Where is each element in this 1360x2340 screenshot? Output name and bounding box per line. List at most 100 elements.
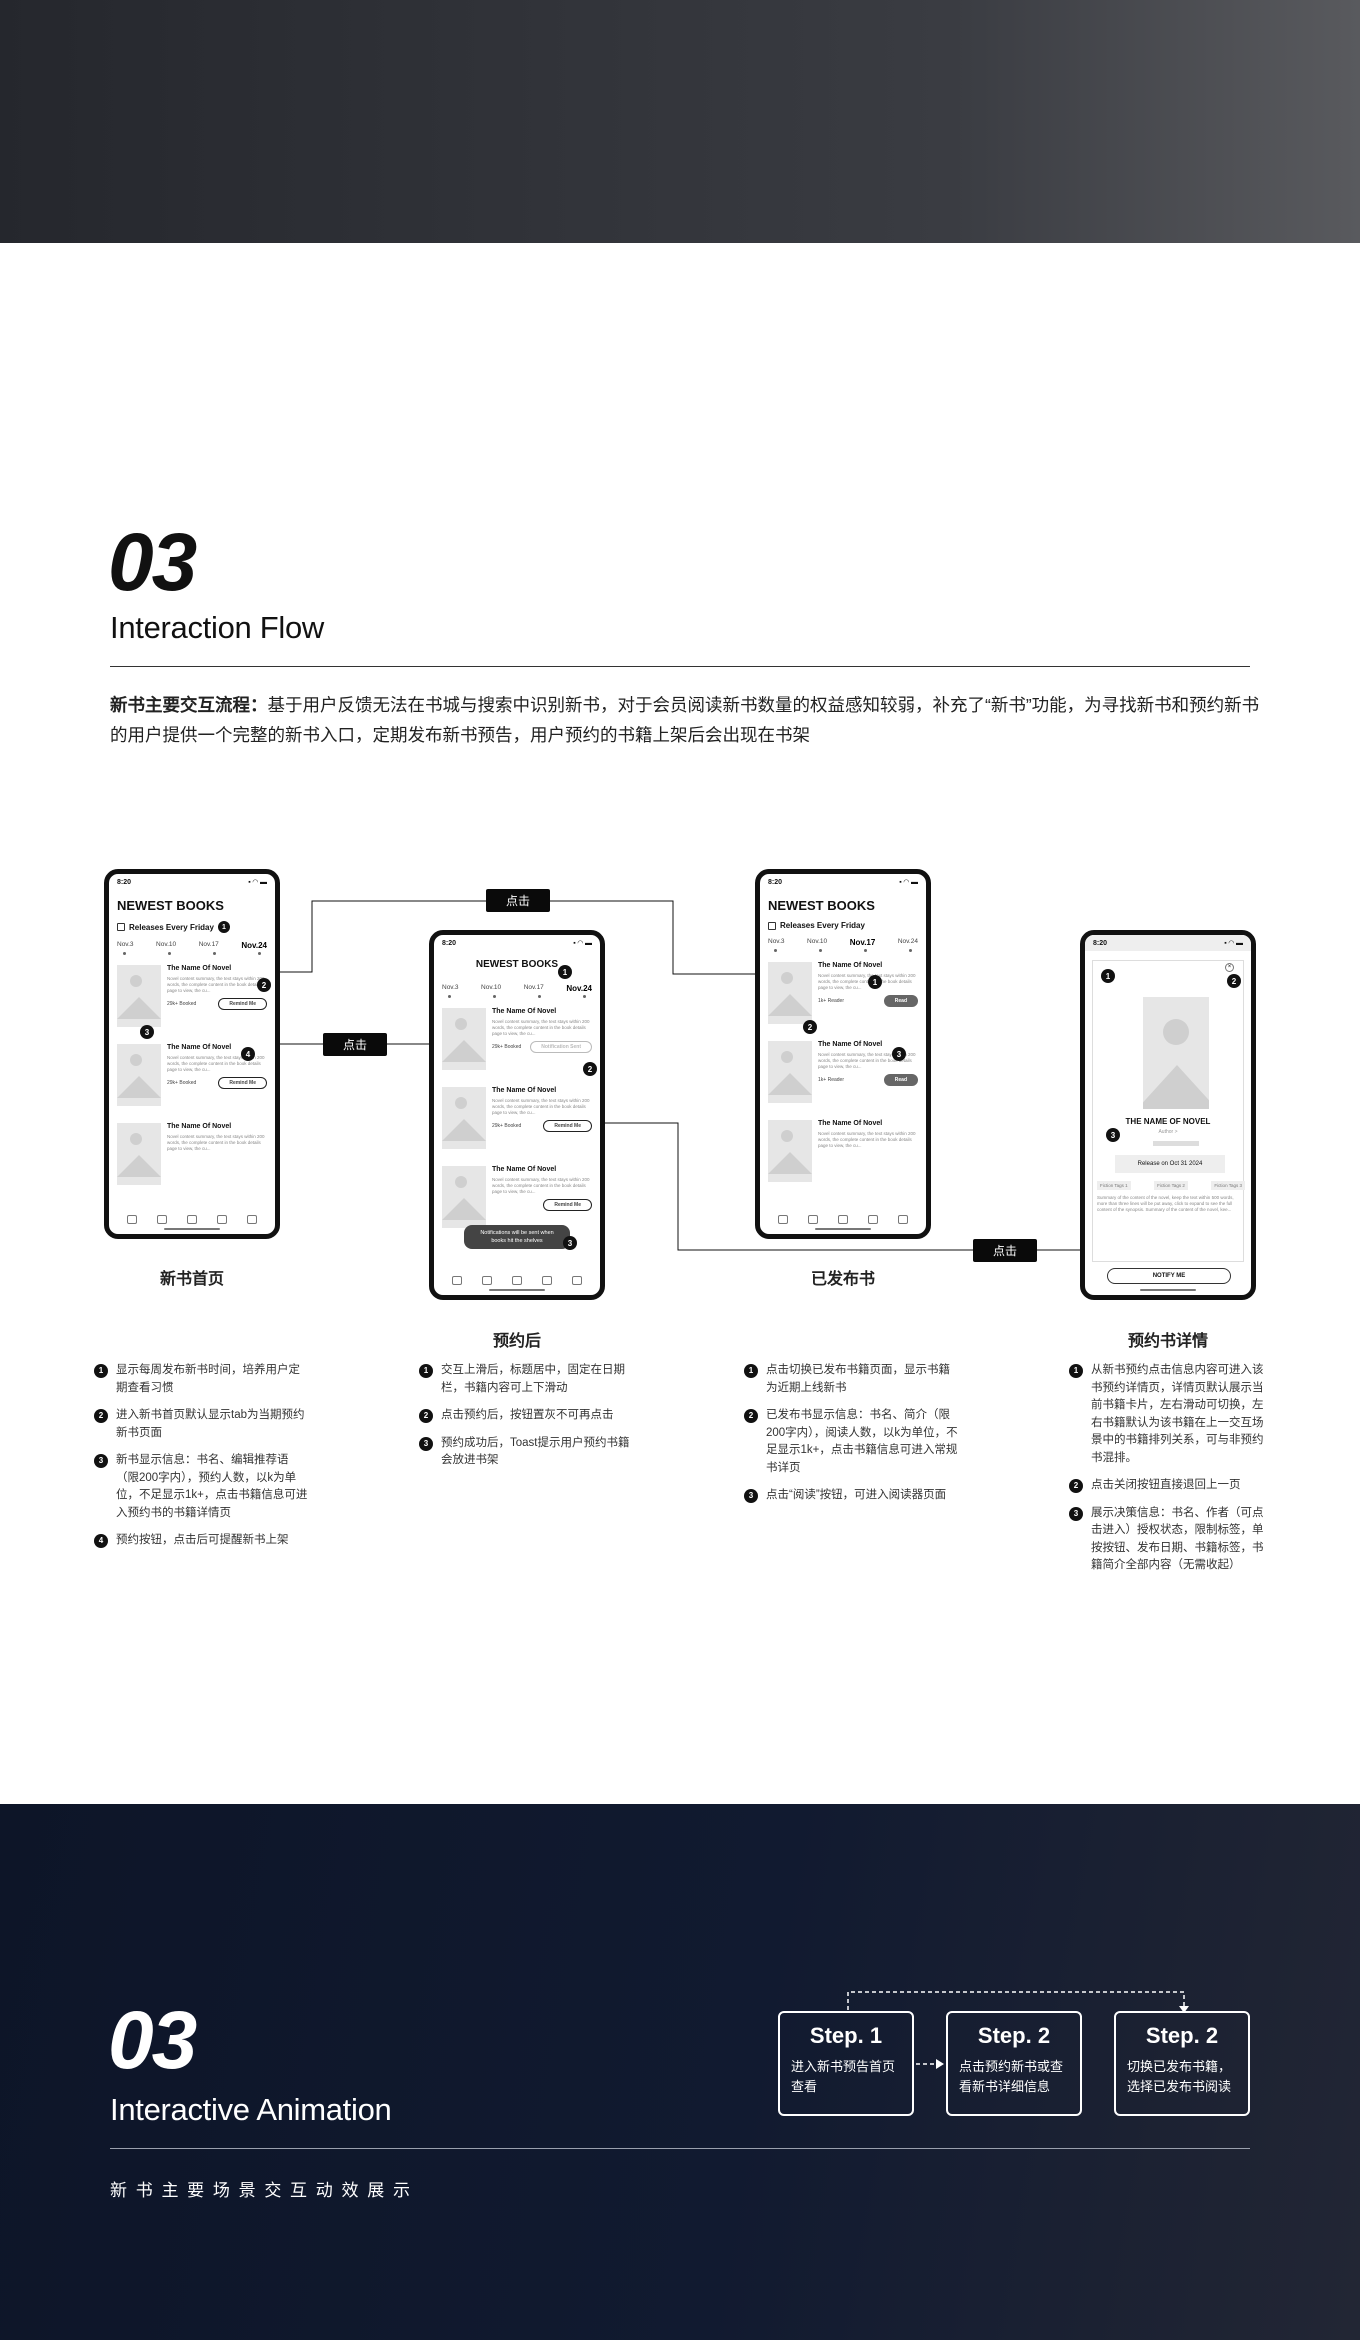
fiction-tags: Fiction Tags 1 Fiction Tags 2 Fiction Ta…: [1097, 1181, 1245, 1190]
book-detail-card[interactable]: THE NAME OF NOVEL Author > Release on Oc…: [1093, 961, 1245, 1261]
page-title: NEWEST BOOKS: [768, 898, 875, 913]
book-desc: Novel content summary, the text stays wi…: [167, 1134, 265, 1151]
tab-nov3[interactable]: Nov.3: [117, 941, 134, 948]
click-tag-top: 点击: [486, 889, 550, 912]
status-bar: 8:20▪ ◠ ▬: [434, 935, 600, 951]
tab-nov3[interactable]: Nov.3: [768, 938, 785, 945]
marker-3: 3: [140, 1025, 154, 1039]
date-tabs[interactable]: Nov.3 Nov.10 Nov.17 Nov.24: [434, 982, 600, 993]
tab-nov3[interactable]: Nov.3: [442, 984, 459, 991]
caption-phone3: 已发布书: [810, 1271, 875, 1288]
section2-title: Interactive Animation: [110, 2092, 392, 2127]
shelf-icon[interactable]: [778, 1215, 788, 1224]
fiction-tag[interactable]: Fiction Tags 2: [1154, 1181, 1188, 1190]
section2-number: 03: [108, 1995, 197, 2086]
fiction-tag[interactable]: Fiction Tags 1: [1097, 1181, 1131, 1190]
book-name: The Name Of Novel: [492, 1008, 557, 1015]
signal-icon: ▪ ◠ ▬: [248, 879, 267, 886]
notify-me-button[interactable]: NOTIFY ME: [1107, 1268, 1231, 1284]
discover-icon[interactable]: [157, 1215, 167, 1224]
tab-nov10[interactable]: Nov.10: [156, 941, 177, 948]
search-icon[interactable]: [868, 1215, 878, 1224]
status-bar: 8:20▪ ◠ ▬: [1085, 935, 1251, 951]
tab-nov24[interactable]: Nov.24: [566, 984, 592, 993]
tab-nov17[interactable]: Nov.17: [849, 938, 876, 947]
search-icon[interactable]: [542, 1276, 552, 1285]
search-icon[interactable]: [217, 1215, 227, 1224]
status-time: 8:20: [1093, 939, 1108, 947]
bottom-band: [0, 1804, 1360, 2340]
marker-1: 1: [217, 921, 230, 933]
note-item: 从新书预约点击信息内容可进入该书预约详情页，详情页默认展示当前书籍卡片，左右滑动…: [1091, 1364, 1264, 1464]
marker-3: 3: [892, 1047, 906, 1061]
profile-icon[interactable]: [247, 1215, 257, 1224]
discover-icon[interactable]: [808, 1215, 818, 1224]
bottom-tab-bar[interactable]: [434, 1276, 600, 1285]
close-icon[interactable]: ×: [1225, 963, 1234, 972]
note-item: 点击预约后，按钮置灰不可再点击: [441, 1409, 614, 1421]
home-indicator: [489, 1289, 545, 1291]
library-icon[interactable]: [187, 1215, 197, 1224]
book-desc: Novel content summary, the text stays wi…: [167, 976, 265, 993]
date-tabs[interactable]: Nov.3 Nov.10 Nov.17 Nov.24: [109, 939, 275, 950]
remind-me-button[interactable]: Remind Me: [543, 1199, 592, 1211]
library-icon[interactable]: [838, 1215, 848, 1224]
remind-me-button[interactable]: Remind Me: [218, 998, 267, 1010]
date-dots: [434, 993, 600, 1002]
tab-nov24[interactable]: Nov.24: [897, 938, 918, 945]
note-item: 预约按钮，点击后可提醒新书上架: [116, 1534, 289, 1546]
bottom-tab-bar[interactable]: [109, 1215, 275, 1224]
note-item: 新书显示信息：书名、编辑推荐语（限200字内），预约人数，以k为单位，不足显示1…: [116, 1454, 308, 1519]
book-name: The Name Of Novel: [167, 1123, 232, 1130]
bottom-tab-bar[interactable]: [760, 1215, 926, 1224]
read-button[interactable]: Read: [883, 995, 918, 1007]
profile-icon[interactable]: [572, 1276, 582, 1285]
book-cover: [768, 962, 812, 1024]
status-time: 8:20: [768, 878, 783, 886]
intro-text: 基于用户反馈无法在书城与搜索中识别新书，对于会员阅读新书数量的权益感知较弱，补充…: [110, 695, 1260, 745]
booked-count: 29k+ Booked: [492, 1123, 522, 1129]
marker-1: 1: [868, 975, 882, 989]
note-item: 点击切换已发布书籍页面，显示书籍为近期上线新书: [766, 1364, 950, 1394]
book-name: The Name Of Novel: [492, 1166, 557, 1173]
shelf-icon[interactable]: [127, 1215, 137, 1224]
authorization-tags: [1153, 1141, 1199, 1146]
booked-count: 29k+ Booked: [167, 1080, 197, 1086]
book-name: The Name Of Novel: [818, 962, 883, 969]
status-time: 8:20: [442, 939, 457, 947]
marker-2: 2: [257, 978, 271, 992]
remind-me-button[interactable]: Remind Me: [218, 1077, 267, 1089]
discover-icon[interactable]: [482, 1276, 492, 1285]
read-button[interactable]: Read: [883, 1074, 918, 1086]
home-indicator: [164, 1228, 220, 1230]
book-cover: [768, 1041, 812, 1103]
profile-icon[interactable]: [898, 1215, 908, 1224]
tab-nov17[interactable]: Nov.17: [198, 941, 219, 948]
date-dots: [109, 950, 275, 959]
author-link[interactable]: Author >: [1158, 1129, 1178, 1135]
note-item: 点击关闭按钮直接退回上一页: [1091, 1479, 1241, 1491]
fiction-tag[interactable]: Fiction Tags 3: [1211, 1181, 1245, 1190]
remind-me-button[interactable]: Remind Me: [543, 1120, 592, 1132]
tab-nov10[interactable]: Nov.10: [481, 984, 502, 991]
date-tabs[interactable]: Nov.3 Nov.10 Nov.17 Nov.24: [760, 936, 926, 947]
top-header-band: [0, 0, 1360, 243]
shelf-icon[interactable]: [452, 1276, 462, 1285]
tab-nov17[interactable]: Nov.17: [523, 984, 544, 991]
library-icon[interactable]: [512, 1276, 522, 1285]
tab-nov24[interactable]: Nov.24: [241, 941, 267, 950]
tab-nov10[interactable]: Nov.10: [807, 938, 828, 945]
status-time: 8:20: [117, 878, 132, 886]
book-name: The Name Of Novel: [167, 1044, 232, 1051]
